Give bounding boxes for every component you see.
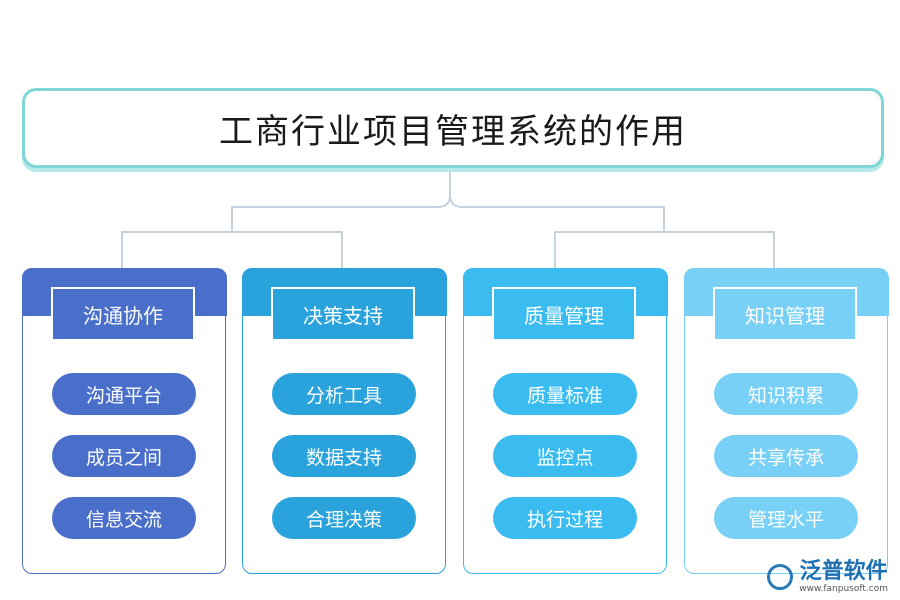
logo-icon [767, 564, 794, 590]
column-item: 共享传承 [714, 435, 858, 477]
column-1: 沟通协作沟通平台成员之间信息交流 [21, 267, 227, 574]
column-header: 决策支持 [271, 287, 415, 341]
column-item: 知识积累 [714, 373, 858, 415]
column-4: 知识管理知识积累共享传承管理水平 [683, 267, 889, 574]
column-header: 知识管理 [713, 287, 857, 341]
column-2: 决策支持分析工具数据支持合理决策 [241, 267, 447, 574]
column-item: 合理决策 [272, 497, 416, 539]
column-header: 质量管理 [492, 287, 636, 341]
column-item: 沟通平台 [52, 373, 196, 415]
column-item: 信息交流 [52, 497, 196, 539]
title-box: 工商行业项目管理系统的作用 [22, 88, 884, 168]
column-item: 执行过程 [493, 497, 637, 539]
column-header: 沟通协作 [51, 287, 195, 341]
logo-url: www.fanpusoft.com [799, 584, 888, 594]
column-item: 管理水平 [714, 497, 858, 539]
column-item: 数据支持 [272, 435, 416, 477]
column-item: 监控点 [493, 435, 637, 477]
column-item: 成员之间 [52, 435, 196, 477]
column-item: 质量标准 [493, 373, 637, 415]
brand-logo: 泛普软件 www.fanpusoft.com [767, 560, 888, 594]
column-item: 分析工具 [272, 373, 416, 415]
column-3: 质量管理质量标准监控点执行过程 [462, 267, 668, 574]
diagram-title: 工商行业项目管理系统的作用 [219, 111, 687, 152]
logo-name: 泛普软件 [799, 559, 888, 584]
